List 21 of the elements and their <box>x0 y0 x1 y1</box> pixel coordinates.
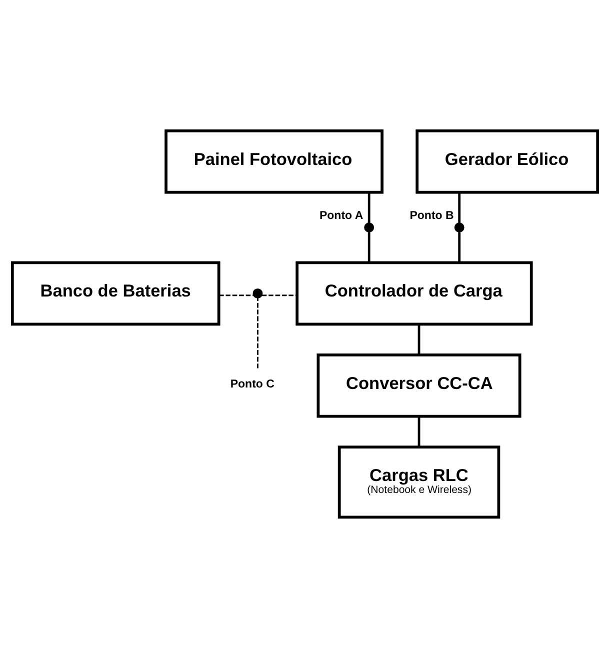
connector <box>418 324 420 355</box>
node-label: Ponto B <box>410 210 454 222</box>
connector <box>262 294 297 296</box>
connector <box>218 294 254 296</box>
node-box: Banco de Baterias <box>10 261 220 326</box>
connector <box>368 192 370 223</box>
node-circle <box>252 288 263 298</box>
connector <box>418 416 420 447</box>
connector <box>368 232 370 262</box>
node-box: Cargas RLC (Notebook e Wireless) <box>338 446 500 519</box>
node-box: Painel Fotovoltaico <box>164 129 384 194</box>
node-box: Gerador Eólico <box>416 129 600 194</box>
node-text: Ponto C <box>230 378 274 391</box>
node-box: Controlador de Carga <box>296 261 533 326</box>
node-label: Ponto A <box>319 210 364 222</box>
node-circle <box>364 222 374 232</box>
node-box: Conversor CC-CA <box>316 353 522 418</box>
connector <box>257 298 258 368</box>
connector <box>458 232 461 262</box>
connector <box>458 192 461 223</box>
node-circle <box>454 222 464 232</box>
